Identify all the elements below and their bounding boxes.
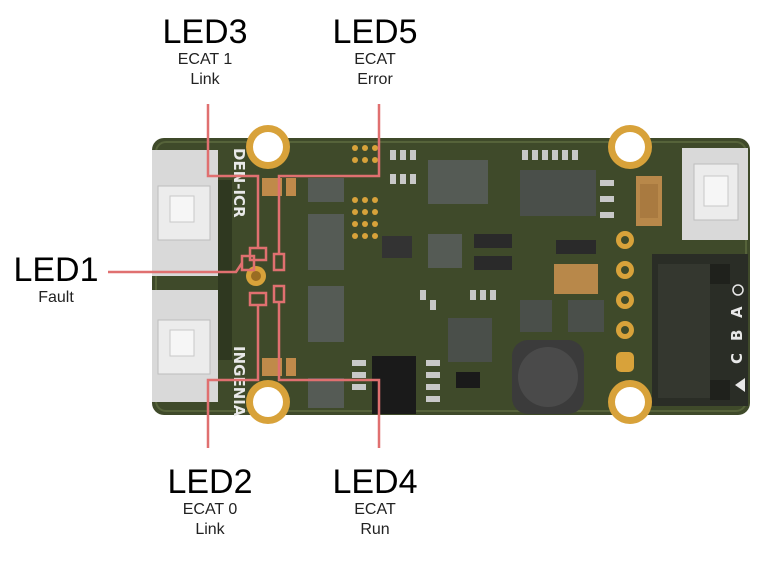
led4-desc-line2: Run bbox=[360, 521, 390, 538]
test-pad-column bbox=[616, 231, 634, 372]
silkscreen-model-text: DEN-ICR bbox=[230, 148, 248, 218]
callout-lines bbox=[108, 104, 381, 448]
mounting-hole-top-right bbox=[608, 125, 652, 169]
pin1-arrow-icon bbox=[735, 378, 745, 392]
connector-pin-labels: A B C bbox=[728, 284, 746, 392]
led4-desc-line1: ECAT bbox=[354, 501, 396, 518]
led1-label: LED1 Fault bbox=[4, 252, 108, 308]
left-connector-bottom bbox=[152, 290, 218, 402]
connector-label-a: A bbox=[728, 306, 746, 318]
led4-name: LED4 bbox=[332, 463, 418, 501]
integrated-circuits bbox=[308, 160, 604, 414]
led3-desc-line2: Link bbox=[190, 71, 220, 88]
via-grid bbox=[352, 145, 378, 239]
led5-desc-line2: Error bbox=[357, 71, 393, 88]
led5-label: LED5 ECAT Error bbox=[320, 14, 430, 90]
led3-name: LED3 bbox=[162, 13, 248, 51]
silkscreen-brand-text: INGENIA bbox=[230, 346, 248, 417]
right-connector-top bbox=[682, 148, 748, 240]
mounting-hole-top-left bbox=[246, 125, 290, 169]
left-connector-top bbox=[152, 150, 218, 276]
led4-label: LED4 ECAT Run bbox=[320, 464, 430, 540]
led3-desc-line1: ECAT 1 bbox=[177, 51, 233, 68]
led4-leader-line bbox=[277, 302, 381, 448]
led1-name: LED1 bbox=[13, 251, 99, 289]
led3-leader-line bbox=[206, 104, 260, 248]
capacitors bbox=[554, 176, 662, 294]
led1-leader-line bbox=[108, 262, 244, 274]
ground-symbol-icon bbox=[732, 284, 744, 296]
connector-label-c: C bbox=[728, 353, 746, 364]
mounting-hole-bottom-right bbox=[608, 380, 652, 424]
power-inductor bbox=[512, 340, 584, 414]
led3-label: LED3 ECAT 1 Link bbox=[150, 14, 260, 90]
led2-leader-line bbox=[206, 305, 260, 448]
led2-name: LED2 bbox=[167, 463, 253, 501]
led5-leader-line bbox=[277, 104, 381, 254]
pcb-substrate bbox=[152, 138, 750, 415]
led2-desc-line2: Link bbox=[195, 521, 225, 538]
connector-label-b: B bbox=[728, 330, 746, 341]
passive-components bbox=[352, 150, 614, 402]
led5-desc-line1: ECAT bbox=[354, 51, 396, 68]
led2-label: LED2 ECAT 0 Link bbox=[150, 464, 270, 540]
led5-name: LED5 bbox=[332, 13, 418, 51]
right-terminal-block bbox=[652, 254, 748, 406]
led1-desc-line1: Fault bbox=[38, 289, 74, 306]
mounting-hole-bottom-left bbox=[246, 380, 290, 424]
led2-desc-line1: ECAT 0 bbox=[182, 501, 238, 518]
